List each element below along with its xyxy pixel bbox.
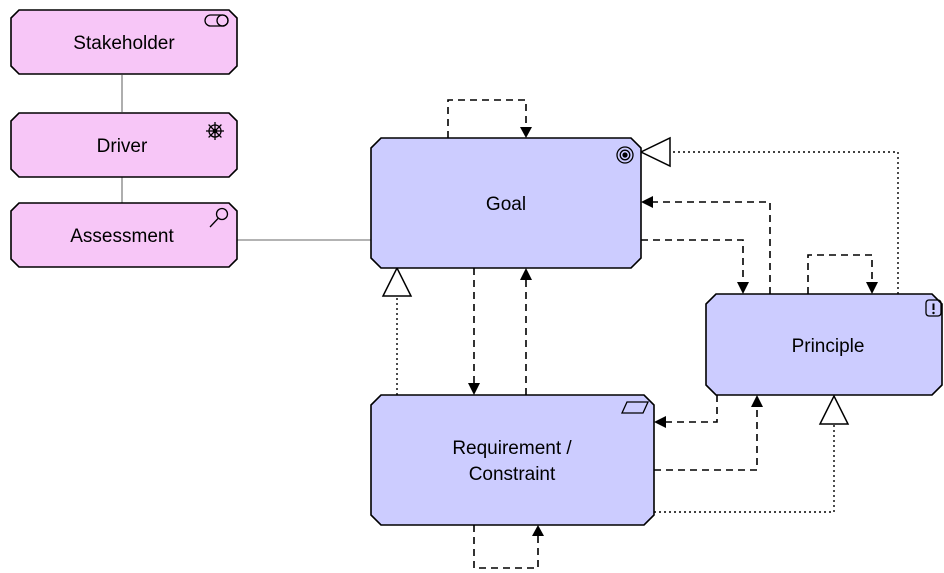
node-stakeholder-shape [10,9,238,75]
node-goal-label: Goal [486,194,526,215]
edge-requirement-to-principle[interactable] [654,407,758,471]
node-requirement-shape [370,394,655,526]
node-principle-label: Principle [792,336,865,357]
hollow-triangle-arrowhead [381,266,413,297]
driver-wheel-icon [206,122,224,140]
edge-goal-to-principle[interactable] [641,239,744,283]
node-requirement-label-line2: Constraint [469,464,556,485]
arrowhead [520,268,532,280]
node-requirement-label-line1: Requirement / [452,438,572,459]
arrowhead [468,383,480,395]
node-assessment-label: Assessment [70,226,174,247]
target-icon [616,146,634,164]
node-driver-label: Driver [97,136,148,157]
hollow-triangle-arrowhead [818,394,850,425]
node-principle-shape [705,293,943,396]
parallelogram-icon [620,401,650,414]
magnifier-icon [209,207,229,228]
edge-principle-self-influence[interactable] [807,254,873,294]
node-goal-shape [370,137,642,269]
node-requirement[interactable]: Requirement / Constraint [370,394,655,526]
node-assessment-shape [10,202,238,268]
stakeholder-icon [204,14,229,27]
node-stakeholder-label: Stakeholder [73,33,175,54]
edge-goal-self-influence[interactable] [447,99,527,138]
association-edges [121,75,371,241]
node-principle[interactable]: Principle [705,293,943,396]
arrowhead [532,525,544,536]
influence-edges [447,99,878,569]
node-goal[interactable]: Goal [370,137,642,269]
edge-principle-realizes-goal[interactable] [670,151,899,294]
node-assessment[interactable]: Assessment [10,202,238,268]
edge-principle-to-requirement[interactable] [666,395,718,423]
arrowhead [866,282,878,294]
edge-requirement-self-influence[interactable] [473,525,539,569]
arrowhead [641,196,653,208]
arrowhead [737,282,749,294]
arrowhead [751,395,763,407]
realization-edges [381,136,899,513]
node-driver[interactable]: Driver [10,112,238,178]
node-driver-shape [10,112,238,178]
node-stakeholder[interactable]: Stakeholder [10,9,238,75]
edge-principle-to-goal[interactable] [652,201,771,294]
hollow-triangle-arrowhead [639,136,671,168]
arrowhead [520,127,532,138]
exclamation-icon [925,299,942,317]
arrowhead [654,416,666,428]
edge-requirement-realizes-principle[interactable] [654,424,835,513]
